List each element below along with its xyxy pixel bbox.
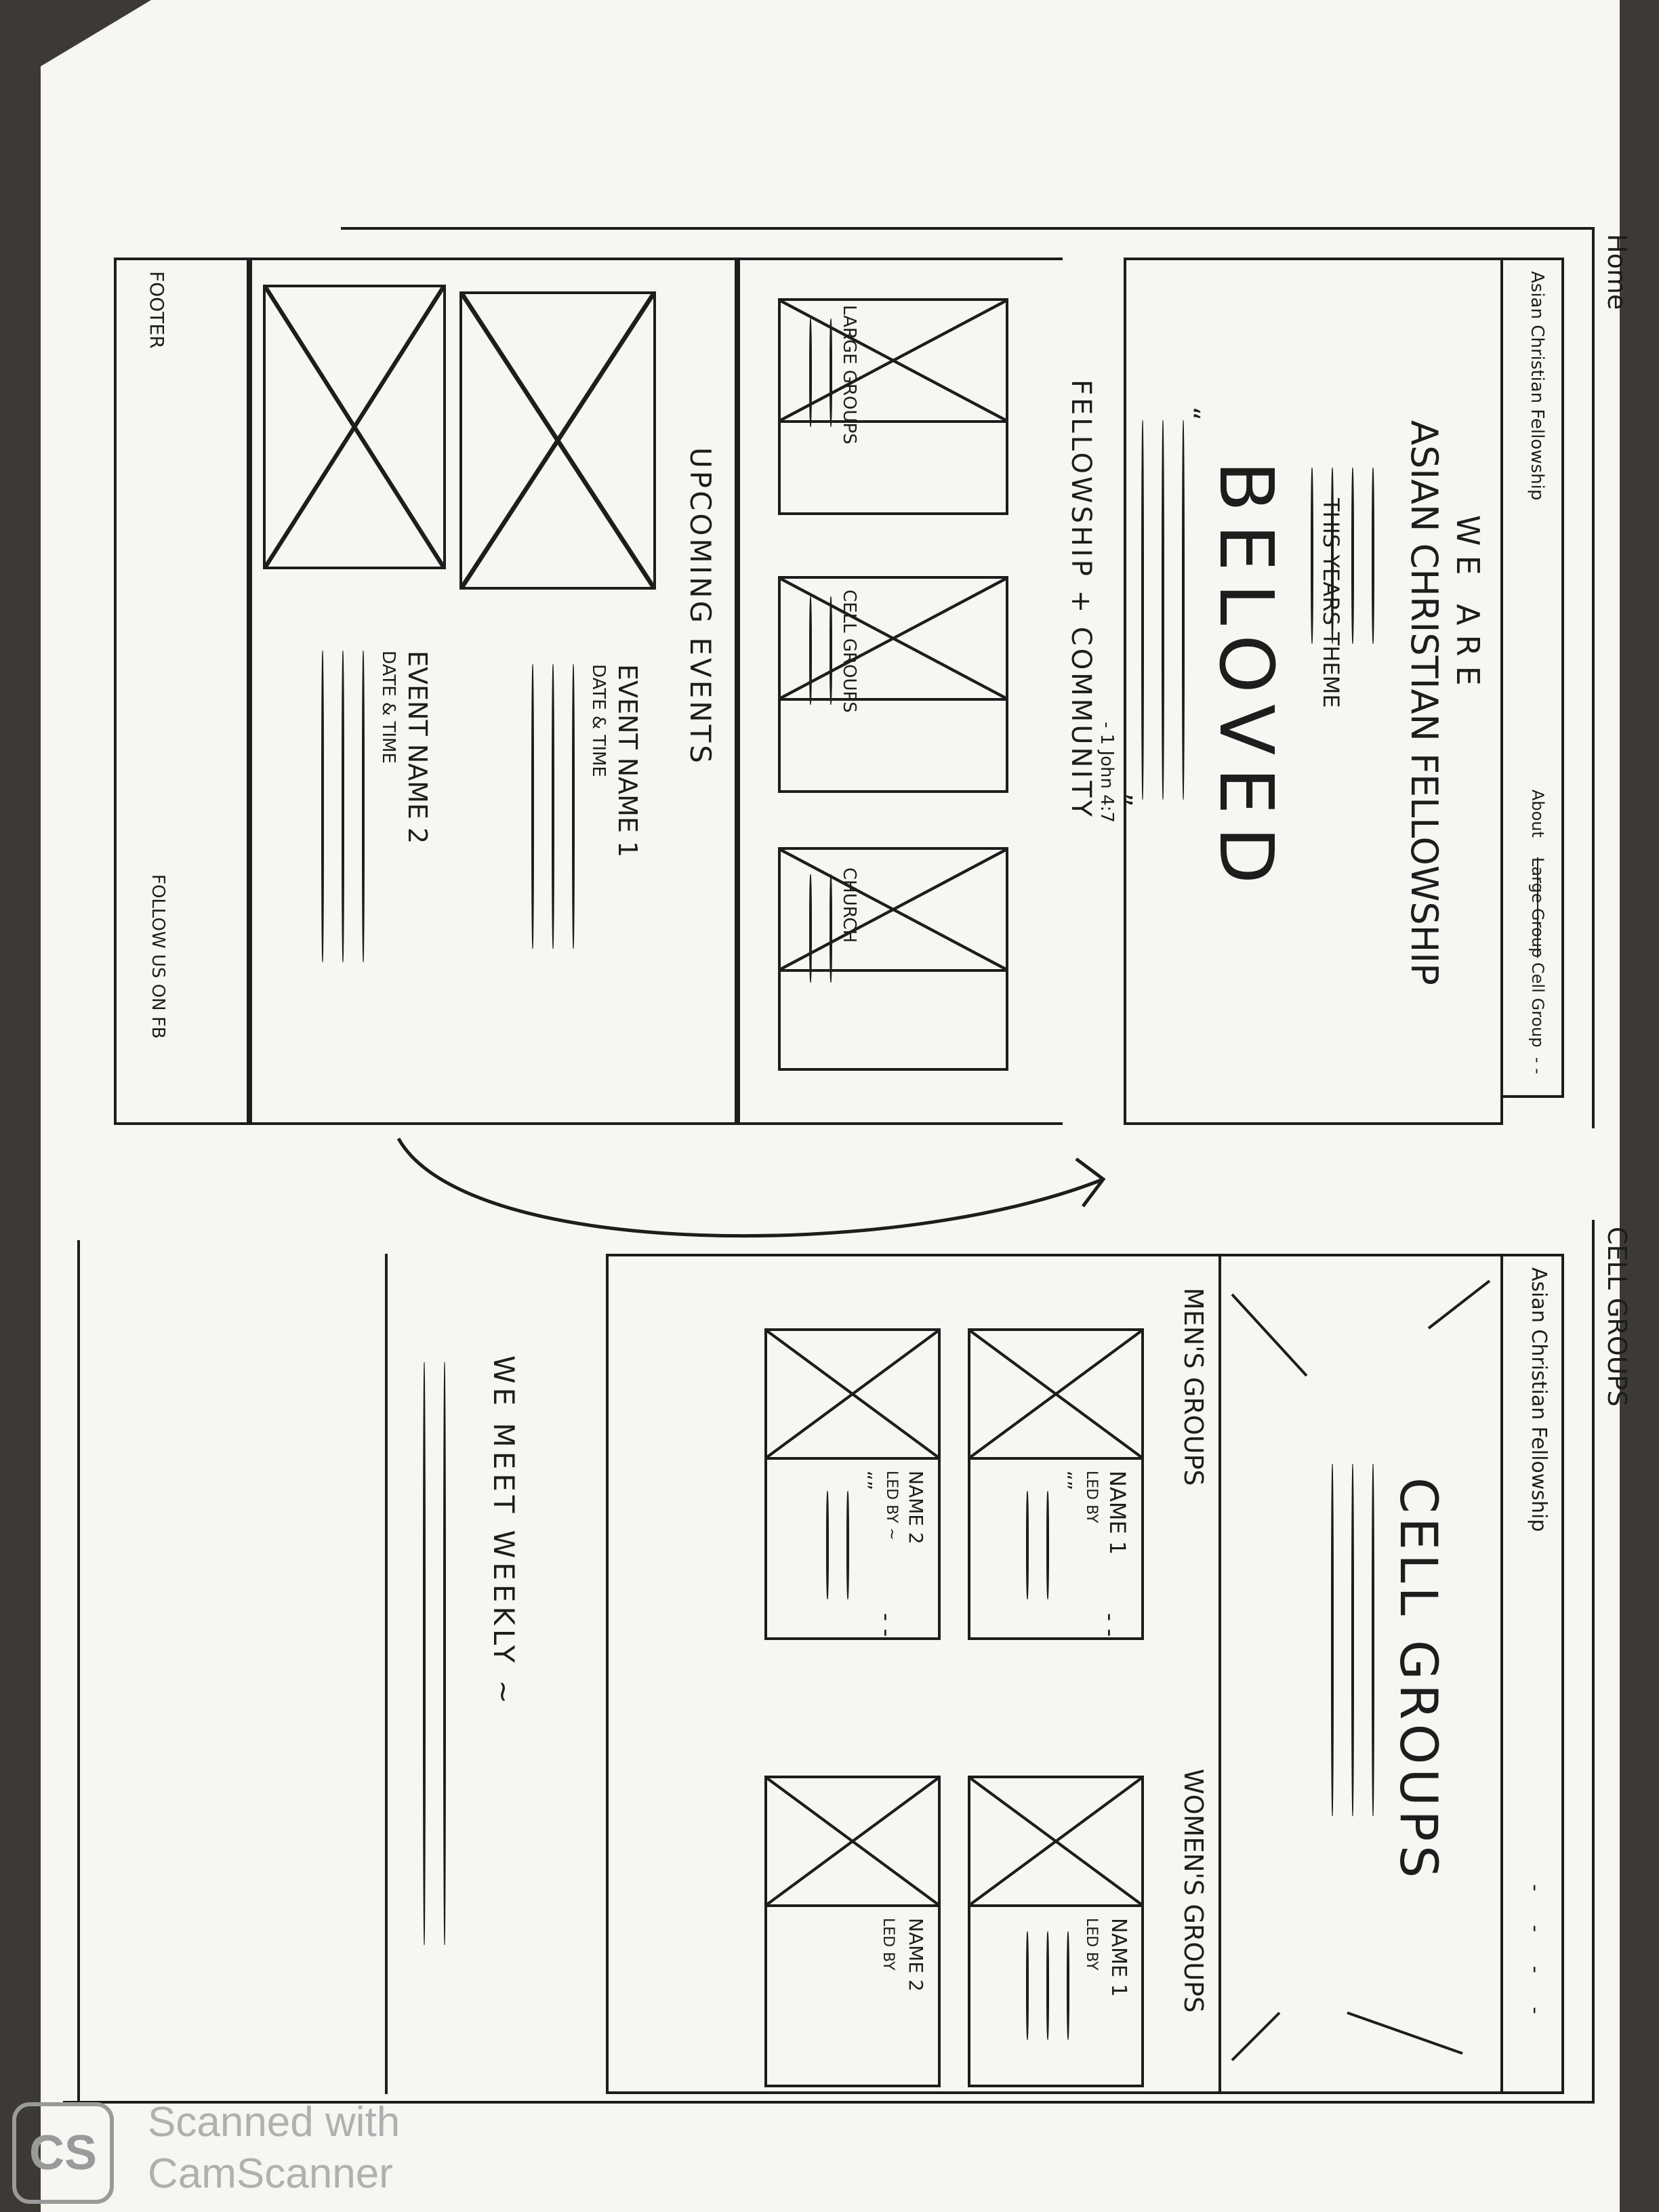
quote-scribble (1124, 420, 1185, 800)
mens-group-1-quote: “” (1054, 1471, 1076, 1491)
mens-group-2-quote: “” (854, 1471, 876, 1491)
fellowship-section-title: FELLOWSHIP + COMMUNITY (1065, 380, 1097, 820)
card-cell-groups-text (792, 596, 832, 705)
card-large-groups-image (781, 301, 1006, 423)
event-1-date: DATE & TIME (588, 664, 609, 777)
home-page-label: Home (1602, 234, 1632, 310)
paper-sheet (41, 0, 1620, 2212)
event-1-name[interactable]: EVENT NAME 1 (613, 664, 642, 858)
home-nav-brand: Asian Christian Fellowship (1527, 271, 1547, 501)
cell-page-bottom-edge (77, 1240, 80, 2101)
mens-group-1-led: LED BY (1083, 1471, 1100, 1523)
event-2-date: DATE & TIME (378, 651, 398, 764)
mens-group-2-name: NAME 2 (905, 1471, 927, 1544)
event-2-image (263, 285, 446, 569)
home-nav-cell-group[interactable]: Cell Group (1528, 962, 1547, 1048)
womens-group-1-text (1008, 1931, 1069, 2040)
womens-group-2-name: NAME 2 (905, 1918, 927, 1992)
watermark-line-1: Scanned with (148, 2099, 401, 2146)
event-1-text (514, 664, 575, 949)
meet-weekly-text (405, 1362, 446, 1945)
cell-page-label: CELL GROUPS (1602, 1227, 1632, 1407)
card-cell-groups-title: CELL GROUPS (839, 590, 859, 713)
card-cell-groups-frame (778, 576, 1008, 793)
theme-word: BELOVED (1203, 461, 1290, 897)
mens-groups-title: MEN'S GROUPS (1179, 1288, 1208, 1486)
card-church-title: CHURCH (839, 867, 859, 943)
card-church-image (781, 850, 1006, 972)
womens-group-2-frame (764, 1776, 941, 2087)
verse-ref: - 1 John 4:7 (1097, 722, 1117, 823)
home-nav-large-group[interactable]: Large Group (1528, 857, 1547, 958)
card-large-groups-text (792, 319, 832, 427)
camscanner-logo: CS (12, 2102, 114, 2204)
womens-group-1-led: LED BY (1083, 1918, 1100, 1971)
quote-open: “ (1174, 407, 1205, 421)
mens-group-2-image (767, 1331, 938, 1460)
mens-group-1-name: NAME 1 (1105, 1471, 1130, 1555)
meet-weekly-title: WE MEET WEEKLY ~ (487, 1355, 520, 1708)
cell-nav-links[interactable]: - - - - (1523, 1884, 1547, 2028)
event-2-name[interactable]: EVENT NAME 2 (403, 651, 432, 844)
event-1-image (459, 291, 656, 590)
card-church-text (792, 874, 832, 983)
cell-hero-scribble (1313, 1464, 1374, 1816)
hero-pre-text: WE ARE (1450, 515, 1486, 695)
watermark-line-2: CamScanner (148, 2150, 393, 2197)
womens-groups-title: WOMEN'S GROUPS (1179, 1769, 1208, 2013)
home-footer (114, 258, 249, 1125)
event-2-text (304, 651, 365, 962)
mens-group-2-led: LED BY ~ (883, 1471, 900, 1540)
home-nav-more[interactable]: - - (1528, 1057, 1547, 1074)
womens-group-2-image (767, 1778, 938, 1907)
card-large-groups-frame (778, 298, 1008, 515)
womens-group-1-image (970, 1778, 1141, 1907)
cell-hero-title: CELL GROUPS (1389, 1477, 1449, 1883)
womens-group-1-name: NAME 1 (1107, 1918, 1130, 1997)
home-nav-about[interactable]: About (1528, 790, 1547, 838)
womens-group-1-frame (968, 1776, 1144, 2087)
card-church-frame (778, 847, 1008, 1071)
cell-nav-brand: Asian Christian Fellowship (1527, 1267, 1551, 1532)
hero-title: ASIAN CHRISTIAN FELLOWSHIP (1403, 420, 1446, 985)
mens-group-1-text (1008, 1491, 1049, 1599)
mens-group-2-text (808, 1491, 849, 1599)
mens-group-2-frame (764, 1328, 941, 1640)
card-cell-groups-image (781, 579, 1006, 701)
footer-label: FOOTER (146, 271, 168, 349)
mens-group-1-image (970, 1331, 1141, 1460)
mens-group-1-frame (968, 1328, 1144, 1640)
cell-hero-image (1231, 1279, 1491, 2062)
card-large-groups-title: LARGE GROUPS (839, 305, 859, 445)
womens-group-2-led: LED BY (880, 1918, 897, 1971)
flow-arrow (396, 1137, 1106, 1238)
theme-label: THIS YEARS THEME (1318, 498, 1344, 708)
camscanner-watermark: CS Scanned with CamScanner (12, 2094, 446, 2204)
footer-follow-link[interactable]: FOLLOW US ON FB (148, 874, 168, 1039)
